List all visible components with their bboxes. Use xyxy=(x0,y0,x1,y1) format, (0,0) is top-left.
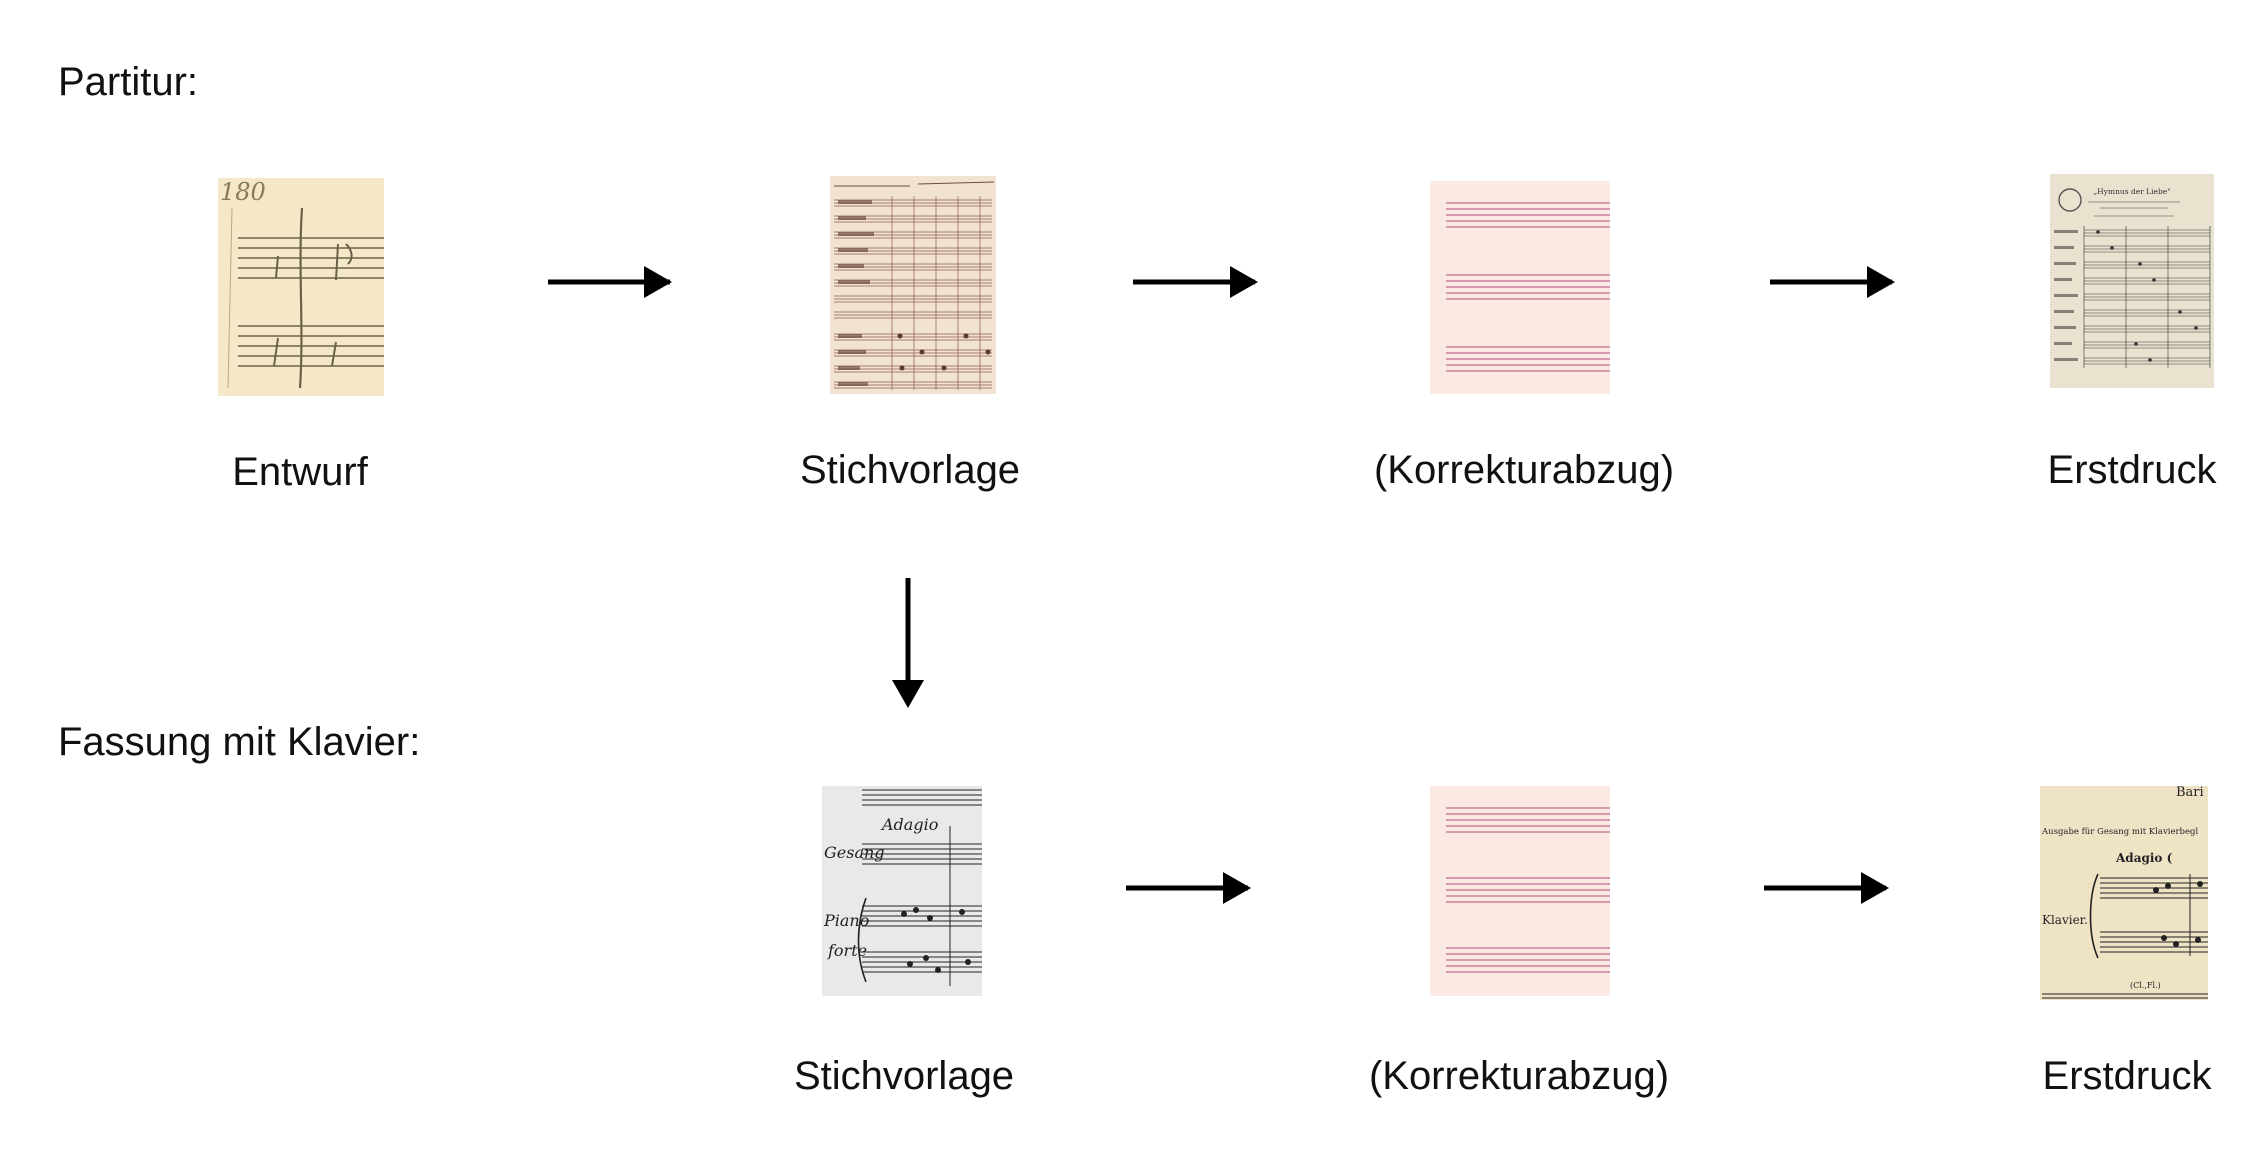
druck-adagio-text: Adagio ( xyxy=(2115,851,2173,865)
arrow-entwurf-to-stichvorlage xyxy=(548,266,672,298)
node-label-klavier-korrekturabzug: (Korrekturabzug) xyxy=(1368,1054,1670,1098)
proof-blank-staff-paper xyxy=(1430,181,1610,394)
arrow-klavier-stichvorlage-to-korrekturabzug xyxy=(1126,872,1251,904)
klavier-piano-label: Piano xyxy=(823,911,869,930)
arrow-partitur-stichvorlage-to-klavier-stichvorlage xyxy=(892,578,924,708)
thumbnail-klavier-stichvorlage: Adagio Gesang Piano forte xyxy=(822,786,982,996)
druck-clfl-text: (Cl.,Fl.) xyxy=(2130,981,2161,990)
entwurf-corner-number: 180 xyxy=(220,178,266,206)
thumbnail-partitur-korrekturabzug xyxy=(1430,181,1610,394)
node-label-klavier-erstdruck: Erstdruck xyxy=(2042,1054,2212,1098)
node-label-partitur-stichvorlage: Stichvorlage xyxy=(799,448,1021,492)
arrow-korrekturabzug-to-erstdruck xyxy=(1770,266,1895,298)
proof-blank-staff-paper xyxy=(1430,786,1610,996)
thumbnail-entwurf: 180 xyxy=(218,178,384,396)
druck-bari-text: Bari xyxy=(2176,786,2204,800)
node-label-entwurf: Entwurf xyxy=(232,450,368,494)
thumbnail-klavier-korrekturabzug xyxy=(1430,786,1610,996)
druck-ausgabe-text: Ausgabe für Gesang mit Klavierbegl xyxy=(2041,827,2198,837)
row-label-fassung-mit-klavier: Fassung mit Klavier: xyxy=(58,720,421,764)
sketch-manuscript-image: 180 xyxy=(218,178,384,396)
thumbnail-partitur-stichvorlage xyxy=(830,176,996,394)
arrow-stichvorlage-to-korrekturabzug xyxy=(1133,266,1258,298)
thumbnail-partitur-erstdruck: „Hymnus der Liebe" xyxy=(2050,174,2214,388)
node-label-partitur-korrekturabzug: (Korrekturabzug) xyxy=(1373,448,1675,492)
klavier-gesang-label: Gesang xyxy=(824,843,885,862)
node-label-partitur-erstdruck: Erstdruck xyxy=(2047,448,2217,492)
thumbnail-klavier-erstdruck: Bari Ausgabe für Gesang mit Klavierbegl … xyxy=(2040,786,2208,1000)
arrow-klavier-korrekturabzug-to-erstdruck xyxy=(1764,872,1889,904)
klavier-forte-label: forte xyxy=(827,941,867,960)
row-label-partitur: Partitur: xyxy=(58,60,199,104)
erstdruck-title: „Hymnus der Liebe" xyxy=(2093,187,2170,196)
engraver-copy-score-image xyxy=(830,176,996,394)
piano-first-print-image: Bari Ausgabe für Gesang mit Klavierbegl … xyxy=(2040,786,2208,1000)
piano-engraver-copy-image: Adagio Gesang Piano forte xyxy=(822,786,982,996)
klavier-tempo-marking: Adagio xyxy=(880,815,938,834)
first-print-score-image: „Hymnus der Liebe" xyxy=(2050,174,2214,388)
node-label-klavier-stichvorlage: Stichvorlage xyxy=(793,1054,1015,1098)
druck-klavier-text: Klavier. xyxy=(2042,913,2088,927)
